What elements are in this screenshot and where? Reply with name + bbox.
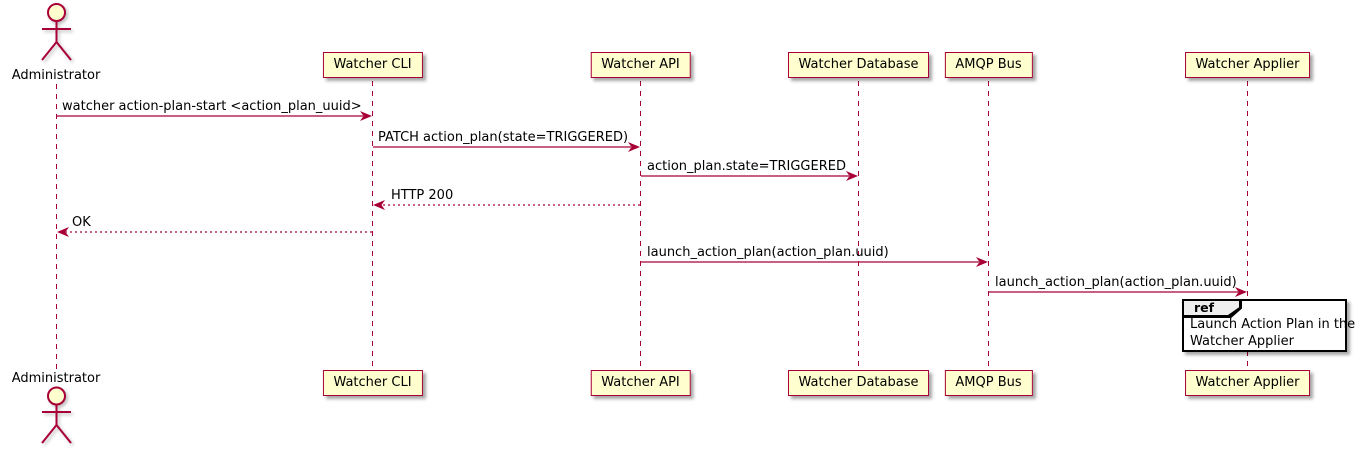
participant-top-watcher-database: Watcher Database [787,52,930,78]
participant-top-watcher-applier: Watcher Applier [1184,52,1311,78]
participant-bottom-watcher-api: Watcher API [590,370,691,396]
message-label-6: launch_action_plan(action_plan.uuid) [647,245,889,260]
message-arrow-5 [57,227,372,237]
message-arrows: Watcher CLI (dotted return) --> Administ… [57,111,1247,297]
ref-tab: ref [1182,299,1242,318]
actor-label-bottom: Administrator [11,371,101,386]
actor-label-top: Administrator [11,68,101,83]
participant-bottom-watcher-applier: Watcher Applier [1184,370,1311,396]
actor-figure-bottom [41,386,72,444]
participant-bottom-watcher-cli: Watcher CLI [322,370,423,396]
participant-top-amqp-bus: AMQP Bus [944,52,1033,78]
actor-figure-top [41,3,72,61]
message-arrow-6 [641,257,988,267]
message-label-4: HTTP 200 [391,188,454,203]
participant-top-watcher-api: Watcher API [590,52,691,78]
message-label-7: launch_action_plan(action_plan.uuid) [995,275,1237,290]
participant-top-watcher-cli: Watcher CLI [322,52,423,78]
message-arrow-7 [989,287,1247,297]
participant-bottom-watcher-database: Watcher Database [787,370,930,396]
ref-text-line2: Watcher Applier [1190,334,1294,349]
message-label-5: OK [72,215,91,230]
message-label-1: watcher action-plan-start <action_plan_u… [62,99,362,114]
ref-fragment: ref Launch Action Plan in the Watcher Ap… [1182,299,1355,352]
message-arrow-2 [373,142,640,152]
participant-bottom-amqp-bus: AMQP Bus [944,370,1033,396]
message-arrow-3 [641,171,858,181]
message-label-2: PATCH action_plan(state=TRIGGERED) [378,130,629,145]
message-arrow-1 [57,111,372,121]
message-label-3: action_plan.state=TRIGGERED [647,159,846,174]
ref-text-line1: Launch Action Plan in the [1190,317,1356,332]
message-arrow-4 [373,200,640,210]
ref-keyword: ref [1194,300,1215,315]
lifelines [56,81,1248,370]
